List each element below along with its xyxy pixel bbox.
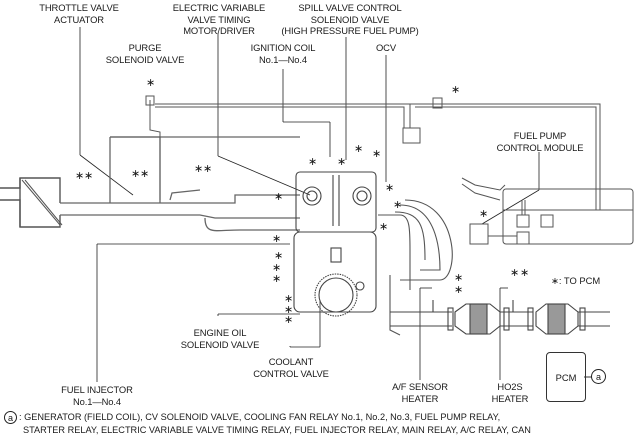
marker-a-icon: a <box>4 411 17 425</box>
pcm-marker: ∗ <box>451 84 461 96</box>
label-throttle-valve-actuator: THROTTLE VALVE ACTUATOR <box>39 2 119 25</box>
pcm-marker: ∗ <box>272 233 282 245</box>
pcm-marker: ∗ <box>284 293 294 305</box>
exhaust-manifold <box>378 199 453 336</box>
pcm-marker: ∗ <box>520 267 530 279</box>
legend-to-pcm: ∗: TO PCM <box>551 275 600 287</box>
label-af-sensor-heater: A/F SENSOR HEATER <box>392 381 448 404</box>
exhaust-pipe <box>390 300 610 335</box>
pcm-marker: ∗ <box>274 250 284 262</box>
label-electric-vvt-motor-driver: ELECTRIC VARIABLE VALVE TIMING MOTOR/DRI… <box>172 2 266 36</box>
pcm-box: PCM <box>546 352 586 402</box>
pcm-marker: ∗ <box>385 182 395 194</box>
pcm-marker: ∗ <box>454 272 464 284</box>
label-fuel-injector: FUEL INJECTOR No.1—No.4 <box>61 384 133 407</box>
pcm-marker: ∗ <box>379 221 389 233</box>
pcm-marker: ∗ <box>372 148 382 160</box>
pcm-connector-a-icon: a <box>591 369 606 384</box>
leader-lines <box>79 27 540 382</box>
pcm-marker: ∗ <box>194 163 204 175</box>
pcm-marker: ∗ <box>454 284 464 296</box>
intake-duct <box>60 136 300 232</box>
pcm-marker: ∗ <box>146 77 156 89</box>
footnote-line-2: STARTER RELAY, ELECTRIC VARIABLE VALVE T… <box>23 425 531 436</box>
label-ocv: OCV <box>375 42 396 53</box>
asterisk-icon: ∗ <box>551 275 559 286</box>
pcm-marker: ∗ <box>337 156 347 168</box>
fuel-tank <box>461 177 634 245</box>
footnote: a: GENERATOR (FIELD COIL), CV SOLENOID V… <box>4 411 531 437</box>
label-purge-solenoid-valve: PURGE SOLENOID VALVE <box>105 42 185 65</box>
pcm-marker: ∗ <box>479 208 489 220</box>
pcm-marker: ∗ <box>84 170 94 182</box>
pcm-marker: ∗ <box>308 156 318 168</box>
label-spill-valve-control-solenoid: SPILL VALVE CONTROL SOLENOID VALVE (HIGH… <box>281 2 419 36</box>
pcm-marker: ∗ <box>274 191 284 203</box>
pcm-marker: ∗ <box>284 314 294 326</box>
pcm-marker: ∗ <box>140 168 150 180</box>
footnote-line-1: a: GENERATOR (FIELD COIL), CV SOLENOID V… <box>4 411 531 425</box>
pcm-marker: ∗ <box>272 262 282 274</box>
label-coolant-control-valve: COOLANT CONTROL VALVE <box>253 356 329 379</box>
legend-text: : TO PCM <box>558 275 601 286</box>
pcm-marker: ∗ <box>393 199 403 211</box>
label-ho2s-heater: HO2S HEATER <box>491 381 529 404</box>
pcm-marker: ∗ <box>75 170 85 182</box>
pcm-marker: ∗ <box>354 143 364 155</box>
pcm-marker: ∗ <box>203 163 213 175</box>
air-cleaner <box>0 177 63 228</box>
pcm-marker: ∗ <box>284 304 294 316</box>
pcm-marker: ∗ <box>272 273 282 285</box>
label-engine-oil-solenoid-valve: ENGINE OIL SOLENOID VALVE <box>180 327 260 350</box>
label-ignition-coil: IGNITION COIL No.1—No.4 <box>250 42 316 65</box>
purge-lines <box>145 95 601 210</box>
label-fuel-pump-control-module: FUEL PUMP CONTROL MODULE <box>496 130 584 153</box>
pcm-marker: ∗ <box>131 168 141 180</box>
pcm-connector-line <box>584 376 592 378</box>
engine-block <box>293 171 377 317</box>
pcm-marker: ∗ <box>510 267 520 279</box>
